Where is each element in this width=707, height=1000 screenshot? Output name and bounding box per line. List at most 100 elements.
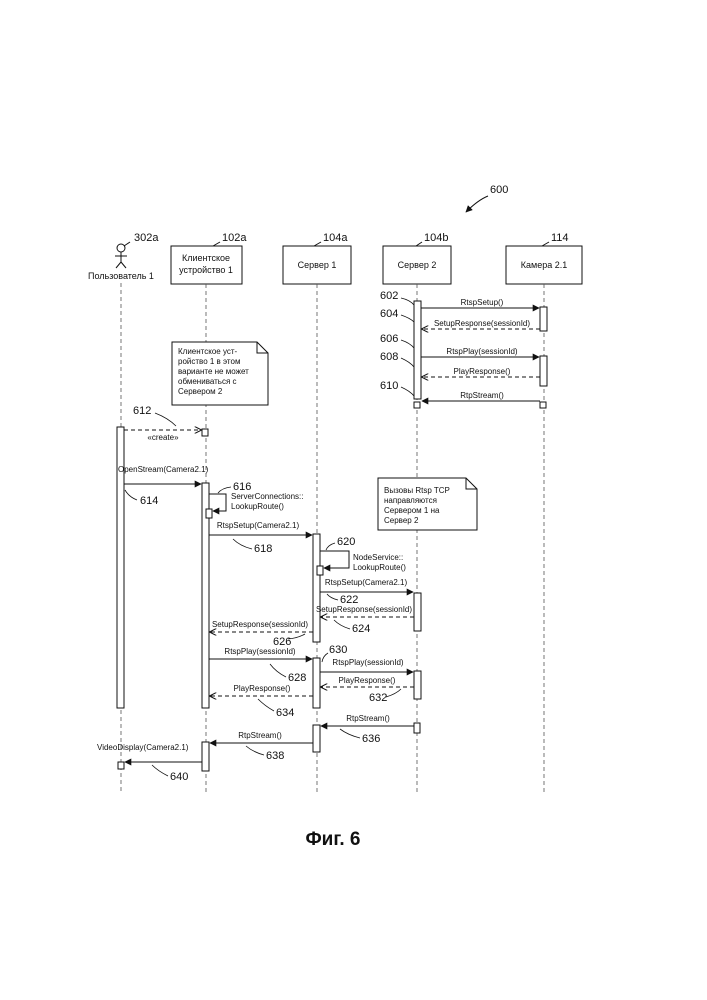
message-614-leader: [125, 490, 137, 500]
note-client-line-3: варианте не может: [178, 367, 249, 376]
message-618-leader: [233, 539, 252, 549]
note-rtsp-forwarding: Вызовы Rtsp TCP направляются Сервером 1 …: [378, 478, 477, 530]
message-636-ref: 636: [362, 733, 380, 745]
message-640-leader: [152, 765, 168, 776]
message-630: RtspPlay(sessionId) 630: [320, 644, 413, 672]
message-638-leader: [246, 746, 264, 755]
message-634-label: PlayResponse(): [234, 684, 291, 693]
activation-camera-play: [540, 356, 547, 386]
message-612: «create» 612: [124, 405, 201, 442]
message-604: SetupResponse(sessionId) 604: [380, 308, 540, 329]
message-608-leader: [401, 358, 414, 367]
message-614-ref: 614: [140, 495, 158, 507]
message-602-label: RtspSetup(): [461, 298, 504, 307]
message-606-label: RtspPlay(sessionId): [446, 347, 517, 356]
message-612-label: «create»: [147, 433, 179, 442]
actor-ref-leader: [124, 242, 130, 246]
activation-server2-main: [414, 301, 421, 399]
message-640-ref: 640: [170, 771, 188, 783]
lifeline-server1-ref: 104a: [323, 232, 348, 244]
message-620-leader: [326, 543, 335, 550]
note-rtsp-line-4: Сервер 2: [384, 516, 419, 525]
message-616-label-2: LookupRoute(): [231, 502, 284, 511]
activation-actor-video: [118, 762, 124, 769]
message-610-ref: 610: [380, 380, 398, 392]
activation-server1-rtp: [313, 725, 320, 752]
activation-camera-stream: [540, 402, 546, 408]
lifeline-server1-ref-leader: [314, 242, 321, 246]
message-616-ref: 616: [233, 481, 251, 493]
message-632-ref: 632: [369, 692, 387, 704]
message-620-ref: 620: [337, 536, 355, 548]
message-622-leader: [327, 594, 338, 600]
figure-caption: Фиг. 6: [305, 829, 360, 850]
message-606-ref: 606: [380, 333, 398, 345]
message-620-label-2: LookupRoute(): [353, 563, 406, 572]
message-620-arrow: [320, 551, 349, 568]
lifeline-server2-ref-leader: [416, 242, 422, 246]
actor-name: Пользователь 1: [88, 271, 154, 281]
message-602-leader: [401, 298, 414, 305]
message-640-label: VideoDisplay(Camera2.1): [97, 743, 189, 752]
lifeline-client-ref-leader: [213, 242, 220, 246]
message-614: OpenStream(Camera2.1) 614: [118, 465, 209, 507]
note-client-restriction: Клиентское уст- ройство 1 в этом вариант…: [172, 342, 268, 405]
note-client-line-4: обмениваться с: [178, 377, 237, 386]
message-602-ref: 602: [380, 290, 398, 302]
activation-server2-play: [414, 671, 421, 699]
lifeline-camera-ref: 114: [551, 232, 569, 244]
message-610-leader: [401, 387, 414, 396]
lifeline-server1-head: 104a Сервер 1: [283, 232, 351, 284]
lifeline-client-name-1: Клиентское: [182, 253, 230, 263]
message-628-leader: [270, 664, 286, 677]
message-620-label-1: NodeService::: [353, 553, 403, 562]
message-608-label: PlayResponse(): [454, 367, 511, 376]
message-618-label: RtspSetup(Camera2.1): [217, 521, 300, 530]
message-636-leader: [340, 729, 360, 738]
message-640: VideoDisplay(Camera2.1) 640: [97, 743, 202, 783]
note-client-line-5: Сервером 2: [178, 387, 223, 396]
message-612-leader: [155, 413, 176, 426]
message-626: SetupResponse(sessionId) 626: [210, 620, 313, 648]
message-626-label: SetupResponse(sessionId): [212, 620, 308, 629]
note-client-line-1: Клиентское уст-: [178, 347, 238, 356]
activation-server2-rtp: [414, 723, 420, 733]
message-620: NodeService:: LookupRoute() 620: [320, 536, 406, 572]
message-630-leader: [322, 653, 328, 662]
message-622: RtspSetup(Camera2.1) 622: [320, 578, 413, 606]
message-624-ref: 624: [352, 623, 370, 635]
message-602: RtspSetup() 602: [380, 290, 539, 308]
message-624: SetupResponse(sessionId) 624: [316, 605, 414, 635]
activation-server1-lookup: [317, 566, 323, 575]
figure-number-arrow: [466, 196, 488, 212]
message-616-arrow: [209, 494, 226, 511]
actor-leg-left-icon: [116, 262, 121, 268]
message-630-label: RtspPlay(sessionId): [332, 658, 403, 667]
message-632-label: PlayResponse(): [339, 676, 396, 685]
message-638: RtpStream() 638: [210, 731, 313, 762]
message-634-ref: 634: [276, 707, 294, 719]
message-628-label: RtspPlay(sessionId): [224, 647, 295, 656]
message-628: RtspPlay(sessionId) 628: [209, 647, 312, 684]
message-614-label: OpenStream(Camera2.1): [118, 465, 209, 474]
message-630-ref: 630: [329, 644, 347, 656]
message-610-label: RtpStream(): [460, 391, 504, 400]
activation-server1-play: [313, 658, 320, 708]
lifeline-server1-name: Сервер 1: [298, 260, 337, 270]
message-634-leader: [258, 699, 274, 711]
lifeline-camera-ref-leader: [542, 242, 549, 246]
message-604-label: SetupResponse(sessionId): [434, 319, 530, 328]
lifeline-server2-name: Сервер 2: [398, 260, 437, 270]
activation-server2-setup: [414, 593, 421, 631]
note-rtsp-line-2: направляются: [384, 496, 437, 505]
message-608-ref: 608: [380, 351, 398, 363]
message-628-ref: 628: [288, 672, 306, 684]
lifeline-camera-name: Камера 2.1: [521, 260, 567, 270]
lifeline-client-name-2: устройство 1: [179, 265, 233, 275]
message-624-label: SetupResponse(sessionId): [316, 605, 412, 614]
message-606: RtspPlay(sessionId) 606: [380, 333, 539, 357]
message-622-label: RtspSetup(Camera2.1): [325, 578, 408, 587]
message-636: RtpStream() 636: [321, 714, 414, 745]
activation-client-create: [202, 429, 208, 436]
activation-client-video: [202, 742, 209, 771]
